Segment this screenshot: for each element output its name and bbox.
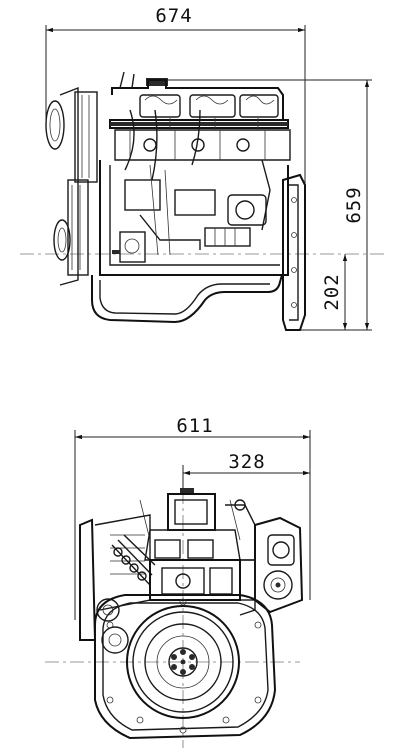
oil-pan xyxy=(91,274,283,324)
front-view: 611 328 xyxy=(45,415,311,748)
length-label: 674 xyxy=(155,5,192,27)
height-label: 659 xyxy=(343,186,365,223)
flywheel-housing-front xyxy=(94,594,277,740)
engine-side-drawing xyxy=(45,71,306,331)
width-label: 611 xyxy=(176,415,213,437)
crank-height-label: 202 xyxy=(321,273,343,310)
length-dimension: 674 xyxy=(45,5,306,185)
engine-front-drawing xyxy=(79,488,304,740)
cylinder-head xyxy=(109,71,291,181)
side-view: 674 659 202 xyxy=(20,5,385,331)
flywheel-housing xyxy=(282,173,306,331)
half-width-label: 328 xyxy=(228,451,265,473)
front-pulley xyxy=(45,86,98,286)
front-head xyxy=(139,488,256,561)
height-dimension: 659 xyxy=(150,79,372,331)
crank-height-dimension: 202 xyxy=(321,254,348,330)
engine-block xyxy=(99,159,289,276)
flywheel xyxy=(126,605,240,719)
half-width-dimension: 328 xyxy=(182,451,310,490)
width-dimension: 611 xyxy=(74,415,311,620)
front-right-components xyxy=(239,516,304,616)
front-left-components xyxy=(79,514,156,654)
